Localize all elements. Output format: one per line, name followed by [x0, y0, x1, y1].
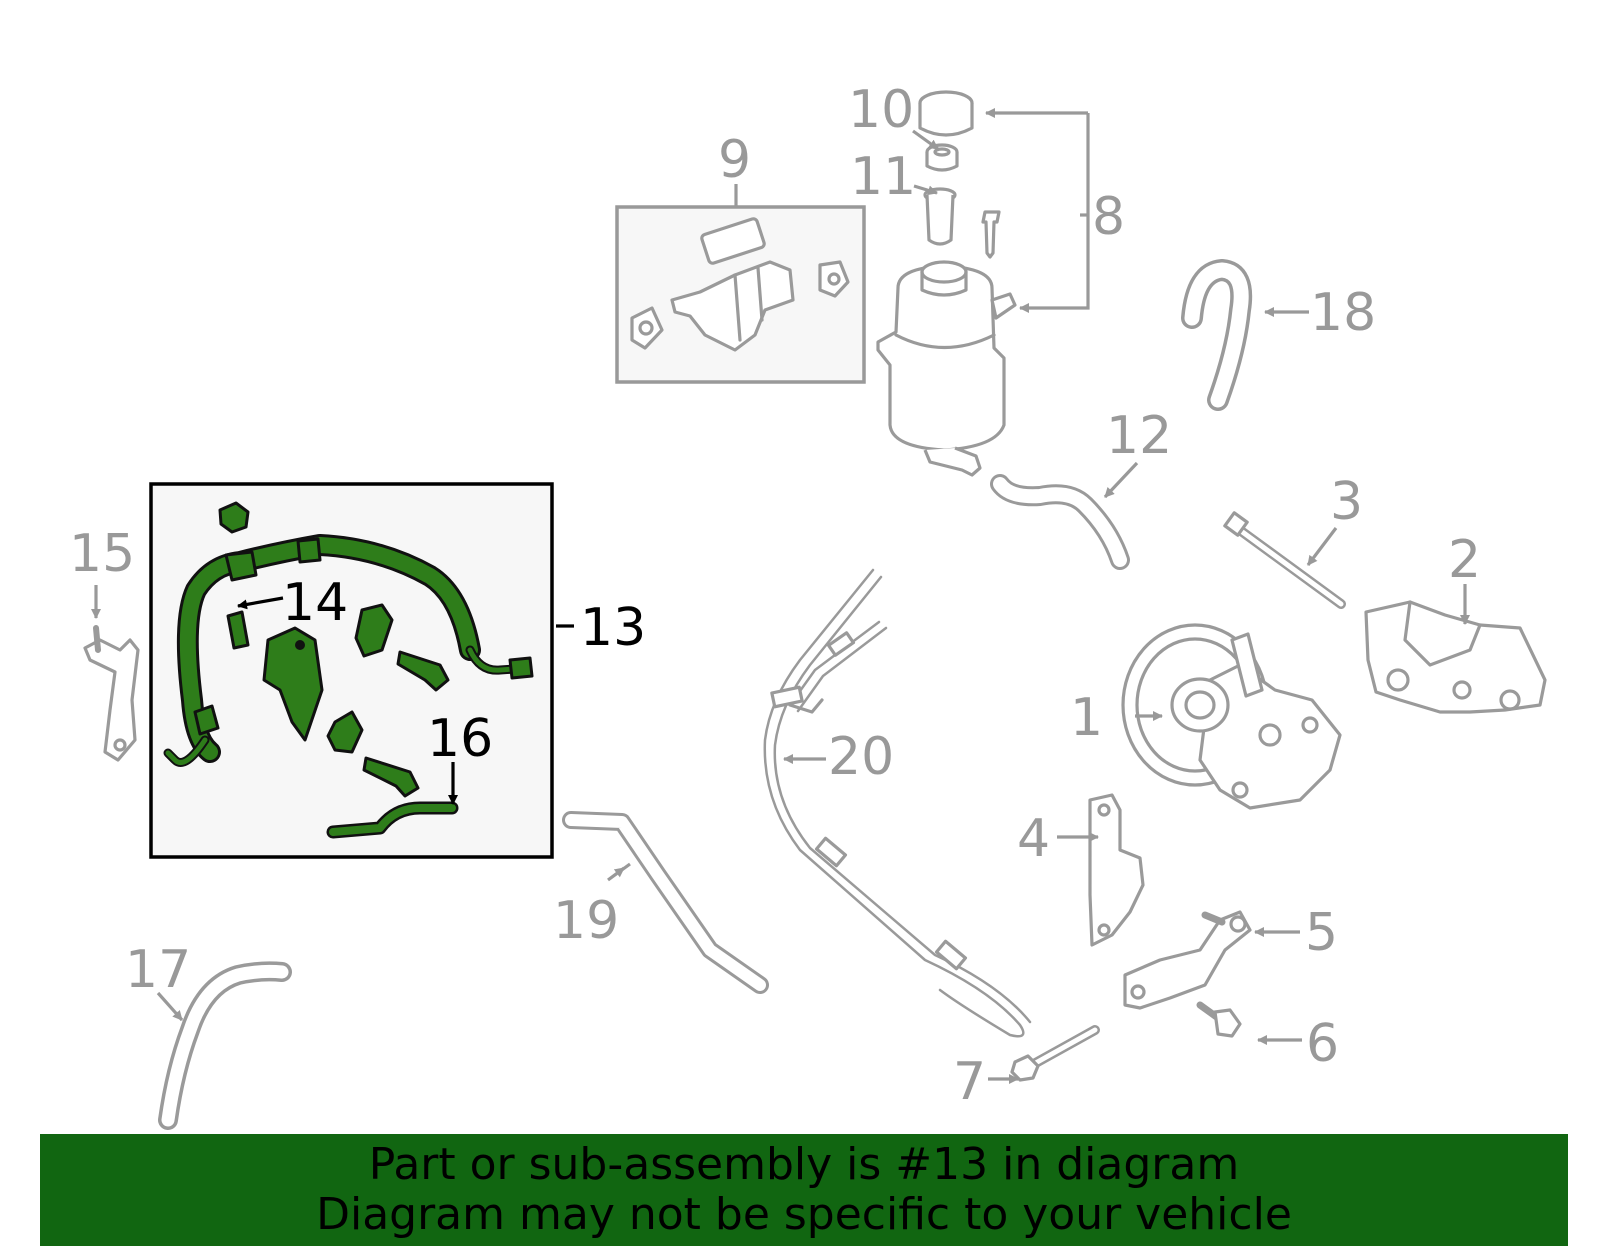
part-2-bracket[interactable]: [1364, 600, 1547, 714]
part-4-bracket[interactable]: [1088, 793, 1145, 947]
part-3-bolt[interactable]: [1223, 511, 1346, 609]
callout-4: 4: [1017, 809, 1050, 869]
part-6-nut[interactable]: [1196, 1001, 1242, 1038]
banner-line-2: Diagram may not be specific to your vehi…: [316, 1189, 1292, 1240]
callout-1: 1: [1070, 688, 1103, 748]
callout-2: 2: [1448, 530, 1481, 590]
callout-13: 13: [580, 598, 646, 658]
callout-labels: 1 2 3 4 5 6 7 8 9 10 11 12 13 14 15 16 1…: [69, 80, 1481, 1112]
part-20-line[interactable]: [763, 568, 1032, 1038]
callout-6: 6: [1306, 1014, 1339, 1074]
leader-lines: [91, 108, 1470, 1084]
callout-19: 19: [553, 891, 619, 951]
callout-3: 3: [1330, 472, 1363, 532]
callout-7: 7: [953, 1052, 986, 1112]
callout-11: 11: [850, 147, 916, 207]
callout-15: 15: [69, 524, 135, 584]
part-15-bracket[interactable]: [83, 625, 140, 762]
banner-line-1: Part or sub-assembly is #13 in diagram: [368, 1139, 1240, 1190]
part-18-hose[interactable]: [1181, 259, 1253, 411]
callout-8: 8: [1092, 187, 1125, 247]
info-banner: Part or sub-assembly is #13 in diagram D…: [40, 1134, 1568, 1246]
callout-12: 12: [1106, 406, 1172, 466]
callout-17: 17: [125, 940, 191, 1000]
callout-10: 10: [848, 80, 914, 140]
part-17-hose[interactable]: [158, 961, 292, 1130]
callout-14: 14: [282, 573, 348, 633]
callout-16: 16: [427, 709, 493, 769]
part-9-kit-box[interactable]: [615, 205, 866, 384]
callout-20: 20: [828, 727, 894, 787]
part-5-bracket[interactable]: [1123, 910, 1252, 1010]
callout-18: 18: [1310, 283, 1376, 343]
part-1-pump[interactable]: [1121, 623, 1342, 810]
callout-5: 5: [1305, 903, 1338, 963]
part-19-hose[interactable]: [562, 811, 769, 994]
callout-9: 9: [718, 130, 751, 190]
part-8-reservoir[interactable]: [876, 90, 1017, 477]
part-13-hose-assembly[interactable]: [149, 482, 554, 859]
part-7-bolt[interactable]: [1010, 1025, 1100, 1082]
